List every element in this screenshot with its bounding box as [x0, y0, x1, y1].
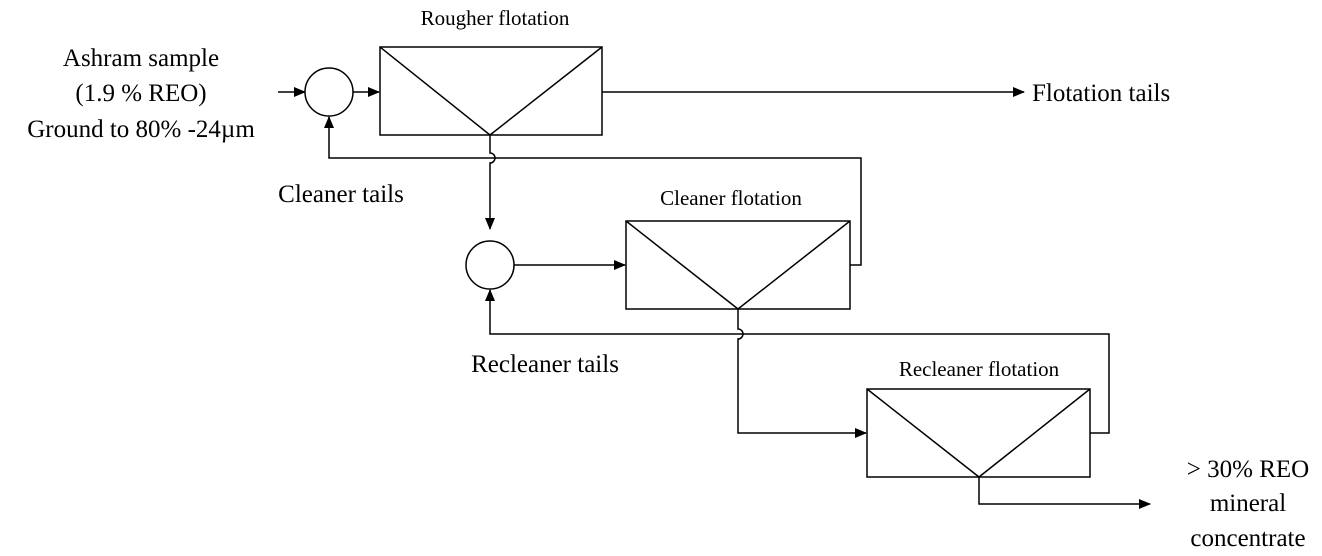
feed-label-line-1: Ashram sample — [63, 45, 219, 72]
mixing-point-cleaner — [465, 240, 515, 290]
rougher-flotation-cell — [379, 46, 603, 136]
flotation-tails-label: Flotation tails — [1032, 80, 1170, 107]
cleaner-tails-recycle — [324, 116, 862, 266]
recleaner-tails-label: Recleaner tails — [471, 351, 619, 378]
recleaner-tails-recycle — [485, 289, 1110, 434]
cleaner-flotation-cell — [625, 220, 851, 310]
rougher-flotation-title: Rougher flotation — [421, 6, 570, 30]
feed-label: Ashram sample (1.9 % REO) Ground to 80% … — [27, 45, 255, 143]
feed-label-line-2: (1.9 % REO) — [75, 80, 206, 107]
product-label-line-1: > 30% REO — [1187, 456, 1309, 483]
recleaner-flotation-title: Recleaner flotation — [899, 357, 1060, 381]
rougher-concentrate-stream — [485, 135, 496, 230]
product-label: > 30% REO mineral concentrate — [1187, 456, 1309, 552]
cleaner-flotation-title: Cleaner flotation — [660, 186, 802, 210]
feed-label-line-3: Ground to 80% -24µm — [27, 116, 255, 143]
mixing-point-rougher — [304, 67, 354, 117]
cleaner-tails-label: Cleaner tails — [278, 181, 404, 208]
product-label-line-3: concentrate — [1190, 525, 1305, 552]
recleaner-flotation-cell — [866, 388, 1091, 478]
product-label-line-2: mineral — [1210, 490, 1286, 517]
final-concentrate-stream — [978, 477, 1151, 509]
cleaner-concentrate-stream — [737, 309, 867, 438]
